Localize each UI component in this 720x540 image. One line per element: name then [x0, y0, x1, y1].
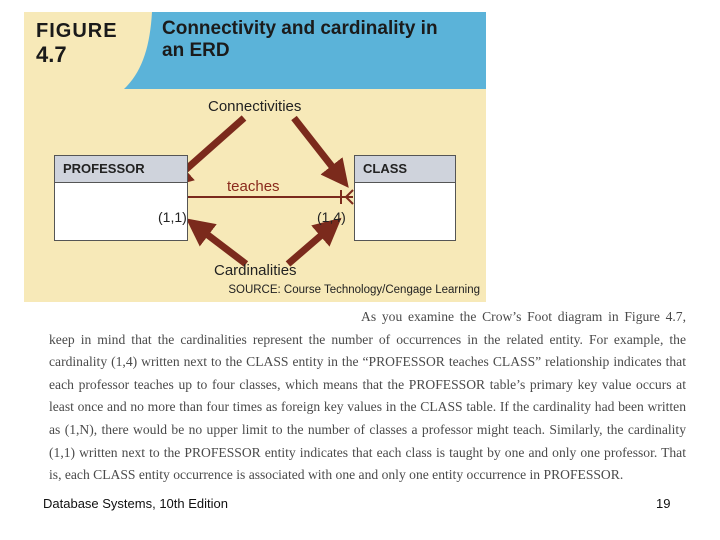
entity-professor-name: PROFESSOR — [55, 156, 187, 183]
body-paragraph-text: As you examine the Crow’s Foot diagram i… — [49, 309, 686, 483]
entity-class: CLASS — [354, 155, 456, 241]
crows-foot-upper — [345, 189, 354, 198]
entity-class-name: CLASS — [355, 156, 455, 183]
figure-title-line-1: Connectivity and cardinality in — [162, 18, 438, 39]
figure-label-word: FIGURE — [36, 20, 118, 42]
footer-book-title: Database Systems, 10th Edition — [43, 496, 228, 511]
connectivity-arrow-right — [291, 115, 349, 188]
relationship-label: teaches — [227, 178, 280, 195]
page-number: 19 — [656, 496, 671, 511]
figure-header: FIGURE 4.7 Connectivity and cardinality … — [24, 12, 486, 89]
figure-panel: FIGURE 4.7 Connectivity and cardinality … — [24, 12, 486, 302]
figure-label-number: 4.7 — [36, 42, 67, 67]
cardinality-left-label: (1,1) — [158, 209, 187, 225]
header-background — [24, 12, 486, 89]
connectivities-label: Connectivities — [208, 98, 302, 115]
body-paragraph: As you examine the Crow’s Foot diagram i… — [49, 306, 686, 487]
entity-professor: PROFESSOR — [54, 155, 188, 241]
figure-title-line-2: an ERD — [162, 40, 230, 61]
cardinalities-label: Cardinalities — [214, 262, 297, 279]
cardinality-arrow-left — [185, 218, 249, 267]
cardinality-right-label: (1,4) — [317, 209, 346, 225]
crows-foot-lower — [345, 196, 354, 205]
figure-source: SOURCE: Course Technology/Cengage Learni… — [228, 284, 480, 296]
cardinality-arrow-right — [285, 217, 342, 267]
